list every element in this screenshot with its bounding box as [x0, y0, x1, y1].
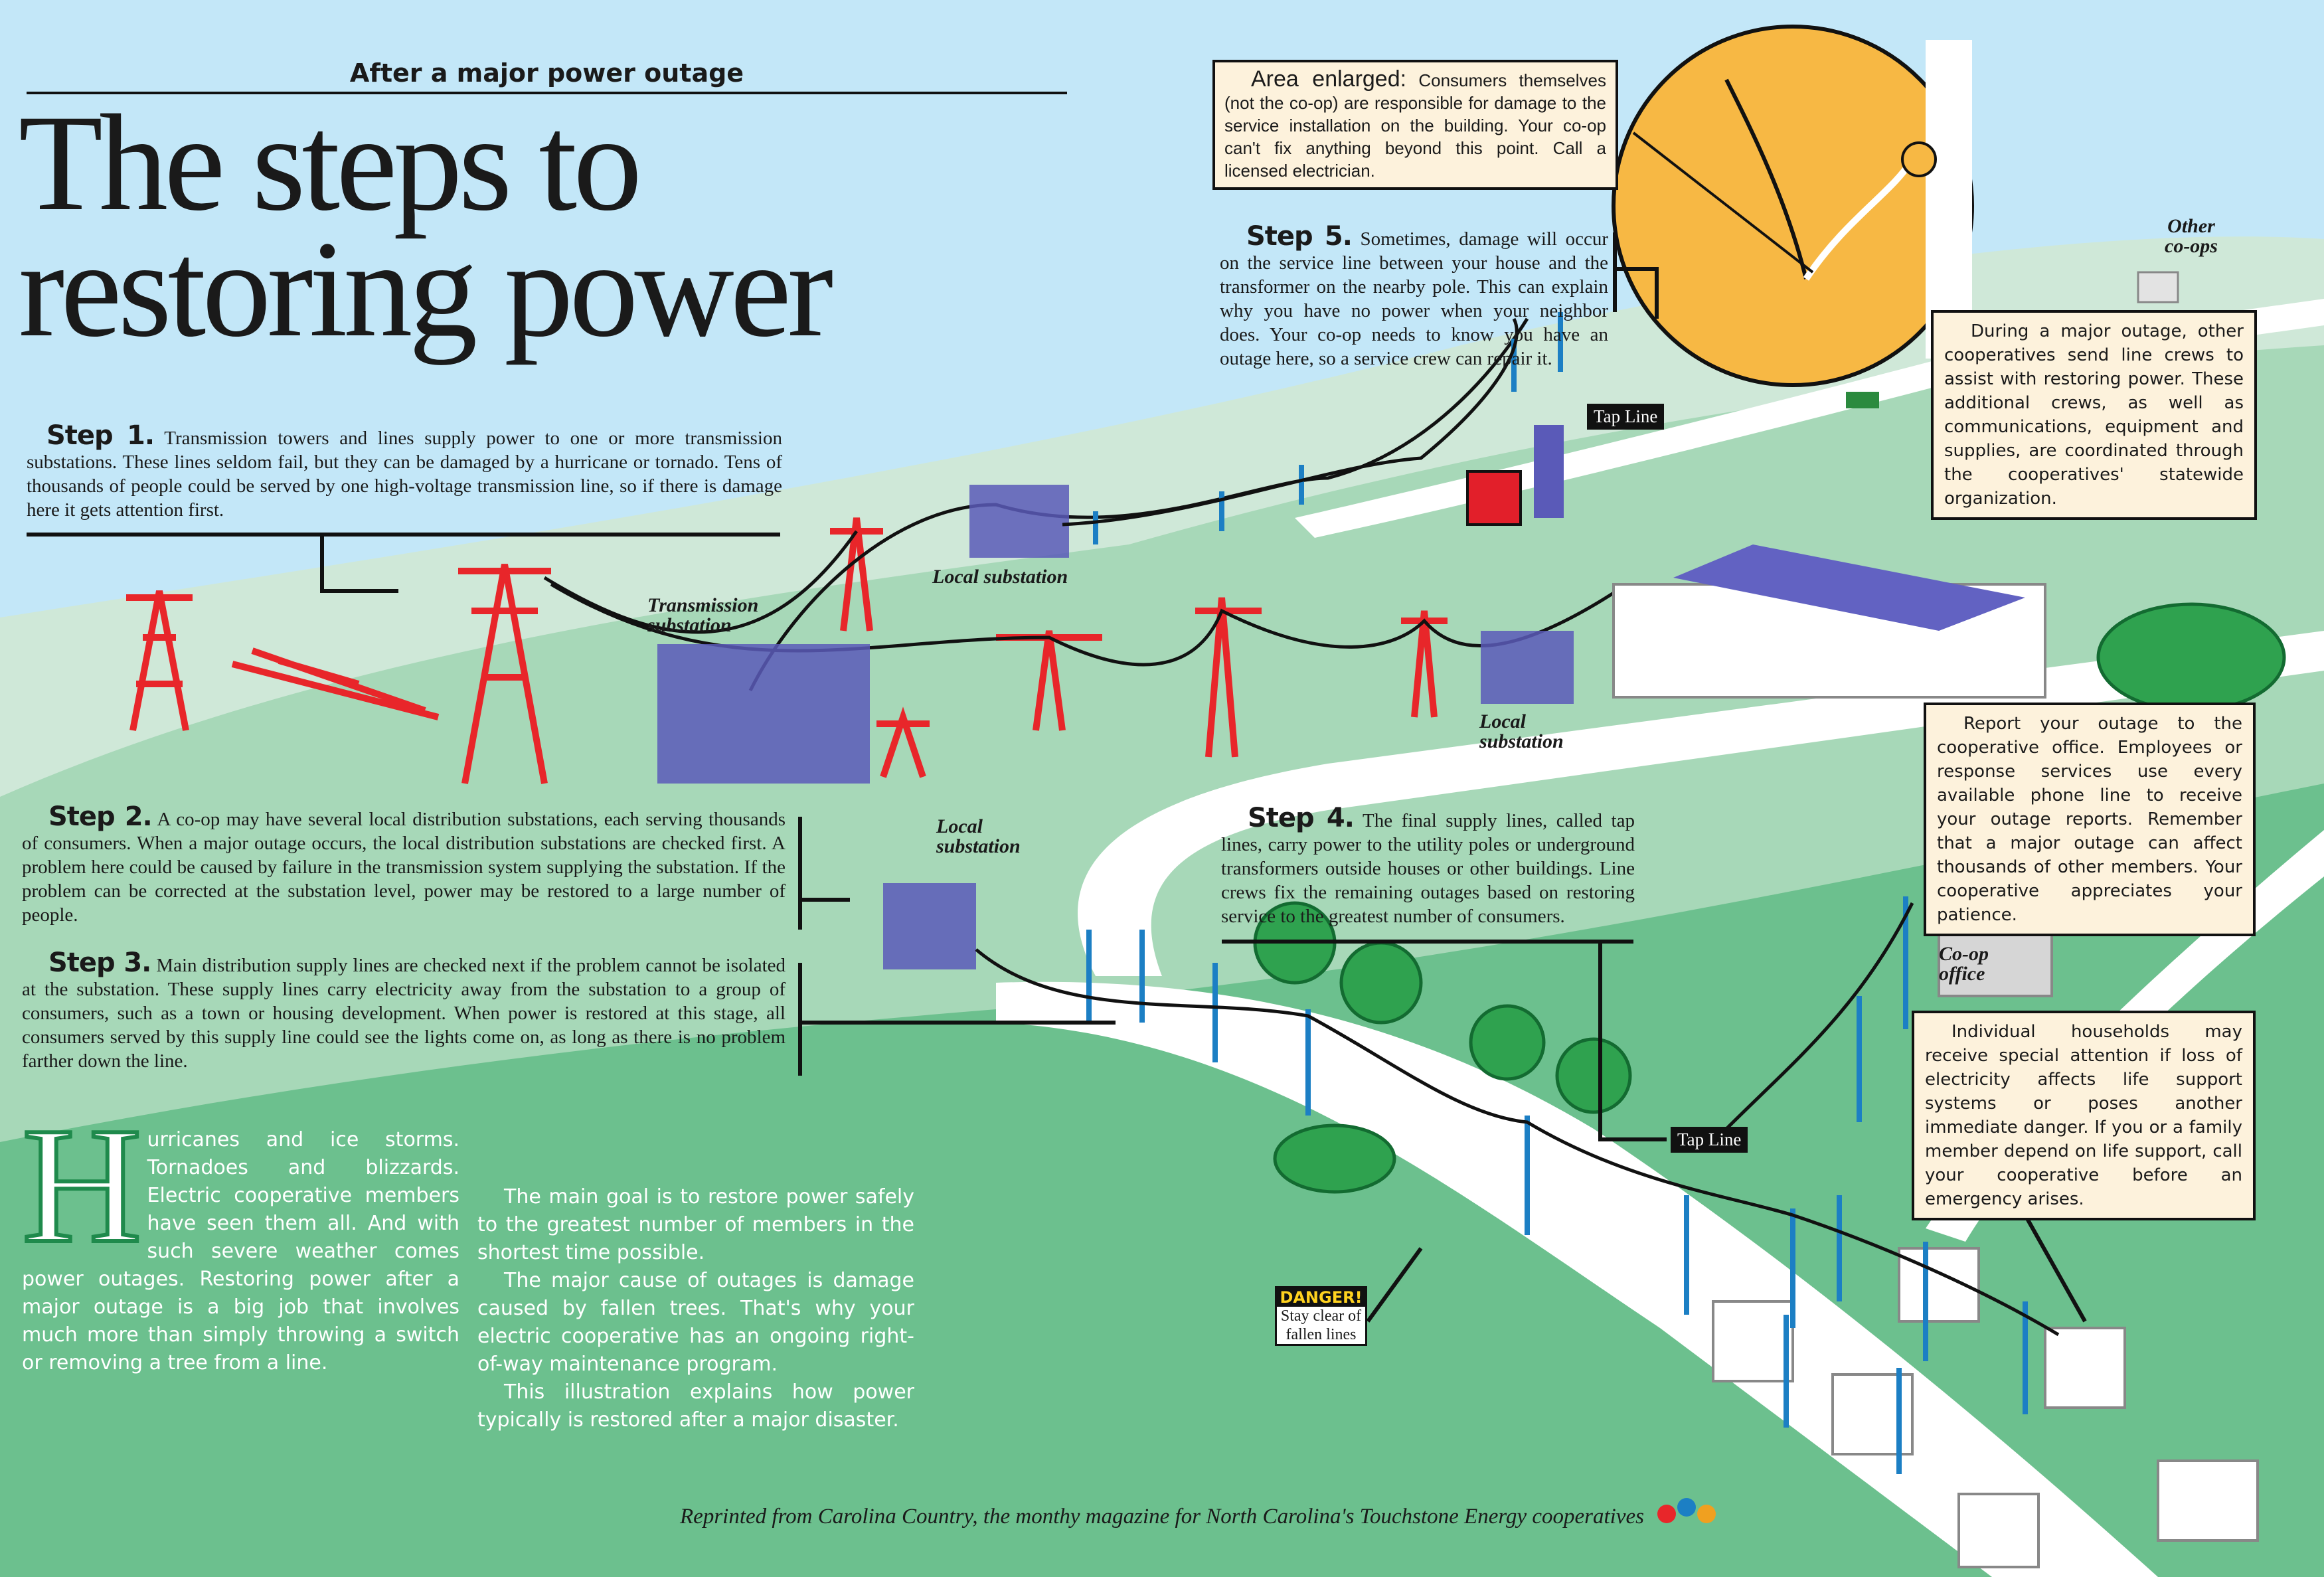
fallen-tower-icon [126, 590, 193, 731]
other-coops-callout: During a major outage, other cooperative… [1931, 310, 2257, 520]
step-label: Step 5. [1246, 221, 1353, 252]
tree-icon [1555, 1037, 1632, 1114]
fallen-tree-icon [1273, 1123, 1396, 1194]
enlarged-detail [1612, 25, 1974, 387]
buildings [1466, 425, 2259, 1568]
kicker-heading: After a major power outage [27, 58, 1067, 94]
step-label: Step 4. [1248, 803, 1355, 833]
callout-text: Report your outage to the cooperative of… [1937, 714, 2242, 925]
label-tap-line: Tap Line [1587, 404, 1665, 430]
article-column-2: The main goal is to restore power safely… [477, 1183, 914, 1434]
report-outage-callout: Report your outage to the cooperative of… [1924, 703, 2256, 936]
callout-text: Individual households may receive specia… [1925, 1022, 2242, 1209]
other-coops-building-icon [2137, 271, 2179, 303]
article-paragraph: The main goal is to restore power safely… [477, 1185, 914, 1264]
step-text: The final supply lines, called tap lines… [1221, 810, 1635, 927]
tree-icon [2096, 602, 2286, 712]
step-text: A co-op may have several local distribut… [22, 809, 786, 926]
footer-credit: Reprinted from Carolina Country, the mon… [680, 1505, 1644, 1529]
label-local-substation: Local substation [932, 566, 1068, 588]
callout-pointers [27, 232, 2087, 1323]
other-coops-truck-icon [1846, 392, 1879, 408]
step-1: Step 1. Transmission towers and lines su… [27, 422, 782, 522]
article-paragraph: The major cause of outages is damage cau… [477, 1269, 914, 1376]
callout-text: During a major outage, other cooperative… [1944, 321, 2244, 509]
households-callout: Individual households may receive specia… [1912, 1011, 2256, 1220]
step-4: Step 4. The final supply lines, called t… [1221, 803, 1635, 928]
article-paragraph: This illustration explains how power typ… [477, 1380, 914, 1432]
local-substation-icon [1481, 631, 1574, 704]
collapsed-tower-icon [231, 647, 440, 720]
step-5: Step 5. Sometimes, damage will occur on … [1220, 221, 1608, 371]
article-paragraph: urricanes and ice storms. Tornadoes and … [22, 1128, 459, 1374]
label-local-substation: Local substation [936, 815, 1021, 857]
label-tap-line: Tap Line [1671, 1127, 1748, 1153]
tower-icon [1195, 597, 1262, 758]
transmission-substation-icon [657, 644, 870, 784]
step-text: Transmission towers and lines supply pow… [27, 428, 782, 521]
step-label: Step 3. [48, 948, 151, 978]
substations [657, 485, 1574, 969]
tree-icon [1339, 941, 1423, 1025]
touchstone-logo [1657, 1498, 1716, 1523]
step-2: Step 2. A co-op may have several local d… [22, 803, 786, 927]
title-line-2: restoring power [19, 212, 833, 365]
label-coop-office: Co-op office [1939, 943, 1989, 985]
local-substation-icon [969, 485, 1069, 558]
step-text: Sometimes, damage will occur on the serv… [1220, 228, 1608, 369]
label-local-substation: Local substation [1479, 710, 1564, 752]
drop-cap: H [20, 1094, 144, 1278]
step-text: Main distribution supply lines are check… [22, 955, 786, 1072]
silo-icon [1534, 425, 1564, 518]
callout-label: Area enlarged: [1251, 66, 1407, 92]
step-label: Step 2. [48, 801, 153, 832]
page-title: The steps to restoring power [19, 86, 833, 365]
danger-text: Stay clear of fallen lines [1280, 1307, 1362, 1343]
step-3: Step 3. Main distribution supply lines a… [22, 948, 786, 1073]
title-line-1: The steps to [19, 86, 642, 239]
area-enlarged-callout: Area enlarged: Consumers themselves (not… [1212, 60, 1618, 190]
label-transmission-substation: Transmission substation [647, 594, 759, 636]
label-other-coops: Other co-ops [2165, 215, 2218, 257]
distribution-poles [1086, 312, 2028, 1474]
danger-sign: DANGER! Stay clear of fallen lines [1275, 1286, 1367, 1346]
distribution-lines [975, 317, 2060, 1337]
callout-text: Consumers themselves (not the co-op) are… [1224, 70, 1607, 181]
tree-icon [1469, 1004, 1546, 1081]
local-substation-icon [883, 883, 976, 969]
danger-title: DANGER! [1277, 1288, 1365, 1307]
tower-icon [458, 564, 551, 784]
tower-icon [876, 706, 930, 778]
step-label: Step 1. [46, 420, 155, 451]
barn-icon [1466, 470, 1522, 526]
meter-icon [1901, 141, 1937, 177]
article-intro: H urricanes and ice storms. Tornadoes an… [20, 1101, 459, 1377]
